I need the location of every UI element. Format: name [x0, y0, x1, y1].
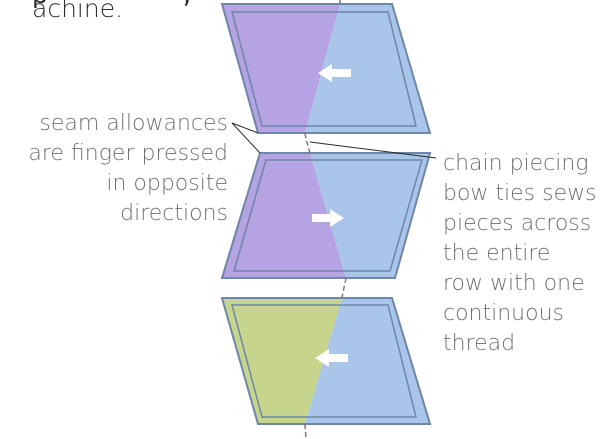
purple-left-piece-1: [222, 4, 340, 133]
unit-outline-inner-1: [231, 11, 417, 127]
unit-outline-inner-3: [231, 304, 417, 418]
connecting-thread: [304, 0, 347, 439]
arrow-left-icon: [315, 349, 348, 367]
unit-outline-inner-2: [233, 159, 423, 272]
top-text-fragment: p ,: [32, 0, 191, 12]
purple-left-piece-2: [222, 153, 346, 278]
chain-piecing-label: chain piecing bow ties sews pieces acros…: [443, 151, 597, 356]
blue-right-piece-3: [305, 298, 430, 424]
chain-piecing-leader: [309, 141, 437, 159]
seam-allowances-label: seam allowances are finger pressed in op…: [28, 111, 228, 226]
blue-right-piece-1: [305, 4, 430, 133]
bow-tie-unit-3: [220, 297, 432, 425]
green-left-piece-3: [222, 298, 342, 424]
arrow-right-icon: [312, 209, 344, 227]
unit-outline-outer-3: [220, 297, 432, 425]
bow-tie-unit-1: [220, 3, 432, 134]
top-text: achine.: [32, 0, 124, 23]
blue-right-piece-2: [310, 153, 430, 278]
bow-tie-unit-2: [220, 152, 432, 279]
leader-lines: [231, 122, 437, 159]
seam-allowance-leader: [231, 122, 261, 154]
unit-outline-outer-1: [220, 3, 432, 134]
arrow-left-icon: [318, 64, 351, 82]
unit-outline-outer-2: [220, 152, 432, 279]
